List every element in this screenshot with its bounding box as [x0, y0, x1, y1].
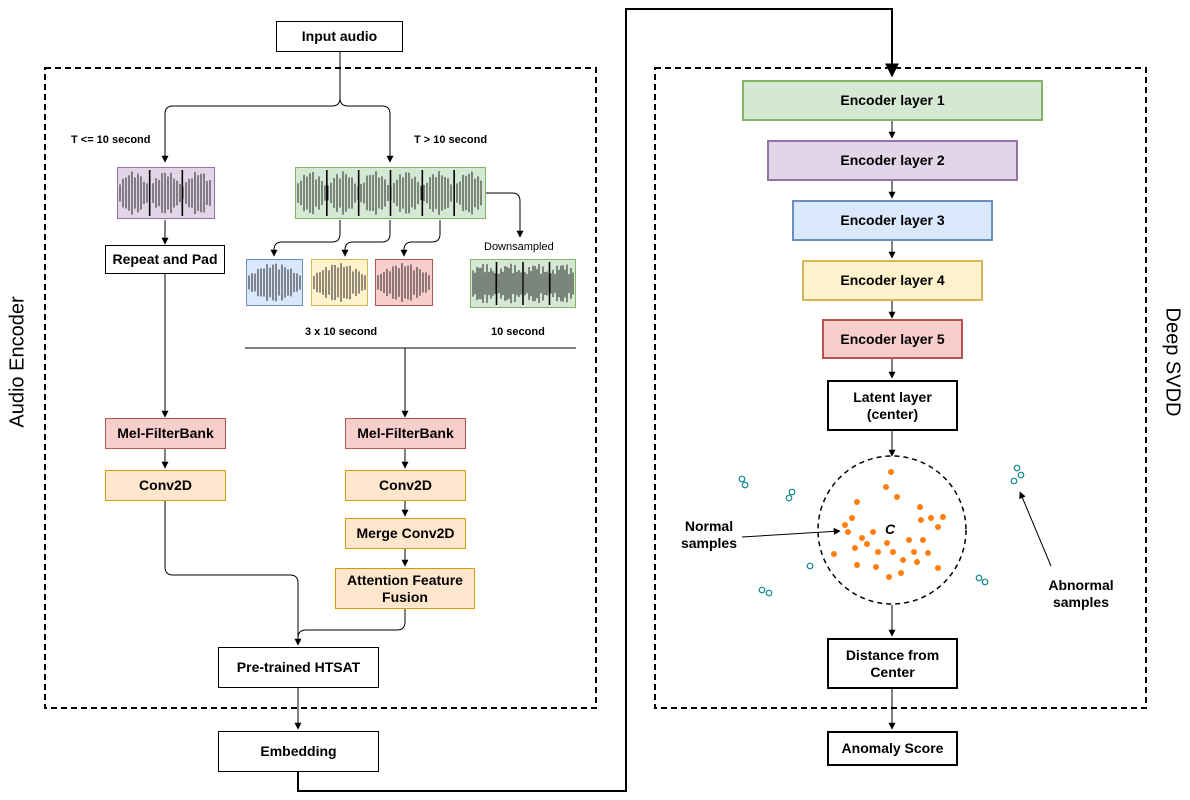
- connector: [297, 609, 406, 645]
- abnormal-sample-dot: [1010, 477, 1018, 485]
- hypersphere: [817, 455, 967, 605]
- connector: [164, 500, 302, 646]
- abnormal-sample-dot: [981, 578, 989, 586]
- encoder-layer-3-box: Encoder layer 3: [792, 200, 993, 241]
- normal-sample-dot: [854, 499, 860, 505]
- merge-conv2d-box: Merge Conv2D: [345, 518, 466, 549]
- mel-filterbank-left-box: Mel-FilterBank: [105, 418, 226, 449]
- encoder-layer-1-box: Encoder layer 1: [742, 80, 1043, 121]
- normal-sample-dot: [900, 557, 906, 563]
- connector: [341, 220, 391, 257]
- normal-sample-dot: [935, 565, 941, 571]
- normal-sample-dot: [898, 570, 904, 576]
- waveform: [472, 262, 574, 305]
- abnormal-sample-dot: [738, 475, 746, 483]
- waveform: [313, 263, 366, 302]
- embedding-box: Embedding: [218, 731, 379, 772]
- normal-sample-dot: [940, 514, 946, 520]
- normal-sample-dot: [886, 574, 892, 580]
- normal-sample-dot: [894, 494, 900, 500]
- normal-sample-dot: [935, 524, 941, 530]
- anomaly-score-box: Anomaly Score: [827, 731, 958, 766]
- deep-svdd-container: [654, 67, 1147, 709]
- normal-sample-dot: [883, 484, 889, 490]
- normal-sample-dot: [928, 515, 934, 521]
- repeat-and-pad-box: Repeat and Pad: [105, 245, 225, 274]
- normal-sample-dot: [854, 562, 860, 568]
- abnormal-samples-group: [738, 464, 1025, 597]
- downsampled-label: Downsampled: [484, 241, 554, 253]
- normal-sample-dot: [888, 469, 894, 475]
- abnormal-sample-dot: [741, 481, 749, 489]
- latent-layer-box: Latent layer (center): [827, 380, 958, 431]
- connector: [400, 220, 441, 257]
- normal-sample-dot: [875, 549, 881, 555]
- abnormal-sample-dot: [788, 488, 796, 496]
- normal-sample-dot: [842, 522, 848, 528]
- attention-feature-fusion-box: Attention Feature Fusion: [335, 568, 475, 609]
- waveforms-group: [119, 170, 574, 305]
- waveform: [119, 170, 211, 216]
- normal-sample-dot: [845, 529, 851, 535]
- abnormal-sample-dot: [785, 494, 793, 502]
- connector: [486, 192, 524, 238]
- mel-filterbank-right-box: Mel-FilterBank: [345, 418, 466, 449]
- normal-sample-dot: [859, 535, 865, 541]
- abnormal-sample-dot: [975, 574, 983, 582]
- center-symbol: C: [885, 521, 896, 537]
- normal-sample-dot: [917, 504, 923, 510]
- abnormal-samples-label: Abnormal samples: [1048, 577, 1114, 610]
- normal-samples-label: Normal samples: [680, 518, 738, 551]
- ten-second-label: 10 second: [491, 326, 545, 338]
- encoder-layer-5-box: Encoder layer 5: [822, 319, 963, 359]
- conv2d-right-box: Conv2D: [345, 470, 466, 501]
- waveform: [377, 263, 430, 302]
- short-audio-waveform: [117, 167, 215, 219]
- short-branch-label: T <= 10 second: [71, 134, 151, 146]
- normal-sample-dot: [920, 537, 926, 543]
- abnormal-sample-dot: [1013, 464, 1021, 472]
- input-audio-box: Input audio: [276, 21, 403, 52]
- normal-annotation-arrow: [741, 527, 841, 538]
- normal-sample-dot: [884, 540, 890, 546]
- waveform: [248, 263, 301, 302]
- long-branch-label: T > 10 second: [414, 134, 488, 146]
- normal-sample-dot: [831, 551, 837, 557]
- input-split-line: [339, 97, 394, 163]
- split-label: 3 x 10 second: [305, 326, 378, 338]
- conv2d-left-box: Conv2D: [105, 470, 226, 501]
- normal-sample-dot: [852, 545, 858, 551]
- normal-sample-dot: [849, 515, 855, 521]
- normal-sample-dot: [914, 559, 920, 565]
- waveform: [297, 170, 482, 216]
- pretrained-htsat-box: Pre-trained HTSAT: [218, 647, 379, 688]
- embedding-to-svdd-line: [297, 8, 899, 792]
- normal-sample-dot: [911, 549, 917, 555]
- abnormal-sample-dot: [1017, 471, 1025, 479]
- abnormal-sample-dot: [765, 589, 773, 597]
- audio-encoder-container: [44, 67, 597, 709]
- encoder-layer-4-box: Encoder layer 4: [802, 260, 983, 301]
- abnormal-sample-dot: [806, 562, 814, 570]
- normal-samples-group: [831, 469, 946, 580]
- normal-sample-dot: [925, 550, 931, 556]
- normal-sample-dot: [918, 517, 924, 523]
- normal-sample-dot: [890, 549, 896, 555]
- encoder-layer-2-box: Encoder layer 2: [767, 140, 1018, 181]
- abnormal-annotation-arrow: [1019, 491, 1052, 567]
- abnormal-sample-dot: [758, 586, 766, 594]
- normal-sample-dot: [873, 564, 879, 570]
- normal-sample-dot: [864, 541, 870, 547]
- normal-sample-dot: [870, 529, 876, 535]
- normal-sample-dot: [906, 537, 912, 543]
- distance-from-center-box: Distance from Center: [827, 638, 958, 689]
- input-split-line: [161, 51, 341, 163]
- connector: [270, 220, 341, 257]
